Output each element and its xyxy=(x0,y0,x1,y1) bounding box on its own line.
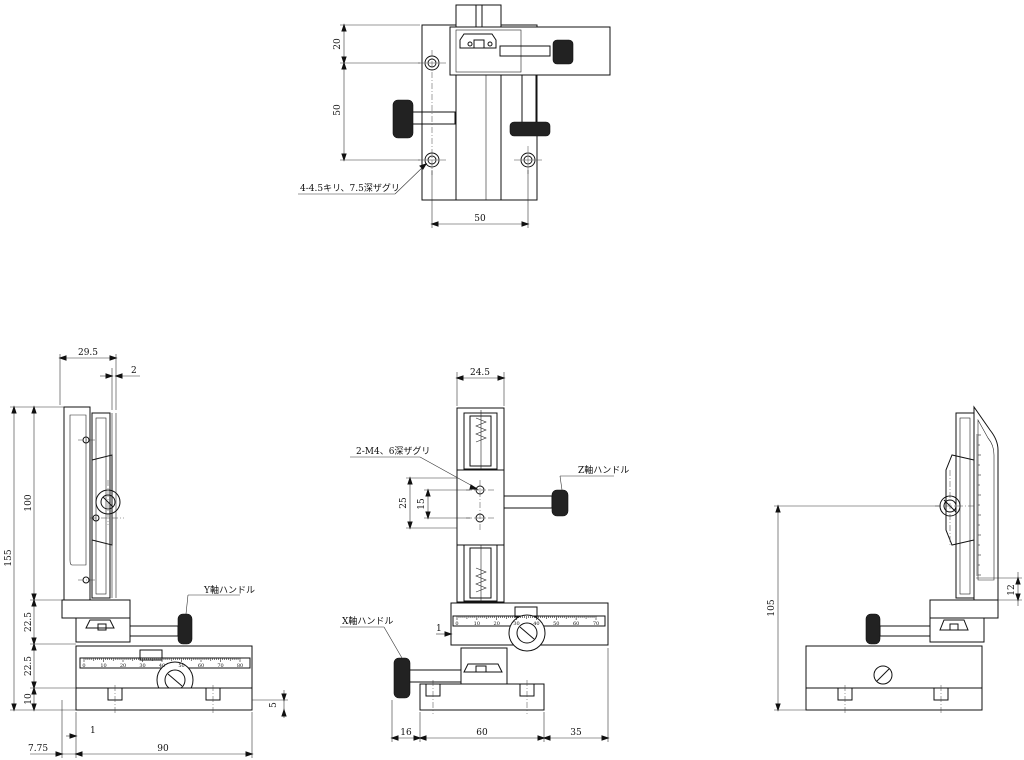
right-view-handle-knob xyxy=(865,613,881,645)
front-view-dim-1: 1 xyxy=(436,624,442,634)
left-view-scale-label: 60 xyxy=(198,663,204,669)
left-view-base xyxy=(75,687,253,711)
left-view-dim-5: 5 xyxy=(269,702,279,708)
right-view-base xyxy=(805,687,983,711)
front-view: 0 10 20 30 40 50 60 70 24.5 2-M4、6深ザグリ 25 xyxy=(340,368,629,742)
right-view-scale xyxy=(976,434,981,576)
front-view-scale-label: 0 xyxy=(455,621,458,627)
left-view-z-stage xyxy=(91,412,111,599)
front-view-dim-24-5: 24.5 xyxy=(470,368,490,378)
front-view-z-handle-knob xyxy=(551,489,569,517)
left-view-scale-label: 70 xyxy=(217,663,223,669)
left-view-column-plate xyxy=(63,406,91,601)
top-view-dim-20: 20 xyxy=(333,38,343,50)
left-view-scale-labels: 0 10 20 30 40 50 60 70 80 xyxy=(82,658,243,669)
front-view-scale-labels: 0 10 20 30 40 50 60 70 xyxy=(455,616,599,627)
front-view-scale-label: 40 xyxy=(533,621,539,627)
left-view-scale-label: 80 xyxy=(237,663,243,669)
left-view-dim-155: 155 xyxy=(4,549,14,566)
front-view-tap-note: 2-M4、6深ザグリ xyxy=(356,445,430,457)
top-view-dim-50-vertical: 50 xyxy=(333,104,343,116)
front-view-scale-label: 10 xyxy=(474,621,480,627)
front-view-z-handle-label: Z軸ハンドル xyxy=(578,464,629,476)
left-view-y-stage xyxy=(61,599,131,619)
left-view-dim-10: 10 xyxy=(24,693,34,705)
left-view-dim-29-5: 29.5 xyxy=(78,348,98,358)
left-view-scale-label: 30 xyxy=(139,663,145,669)
front-view-base xyxy=(419,683,545,711)
left-view-scale-label: 40 xyxy=(159,663,165,669)
top-view-stage-plate xyxy=(449,26,611,76)
left-view-scale-label: 20 xyxy=(120,663,126,669)
front-view-scale-label: 60 xyxy=(573,621,579,627)
right-view-x-stage xyxy=(805,645,983,689)
front-view-x-handle-label: X軸ハンドル xyxy=(342,615,393,627)
top-view-knob-lower xyxy=(509,121,551,137)
left-view-dim-22-5-upper: 22.5 xyxy=(24,612,34,632)
front-view-z-stage xyxy=(456,469,505,546)
top-view: 20 50 50 4-4.5キリ、7.5深ザグリ xyxy=(298,4,611,228)
front-view-dim-35: 35 xyxy=(570,728,582,738)
front-view-scale-label: 20 xyxy=(494,621,500,627)
right-view-column-plate xyxy=(973,405,999,611)
right-view-dim-12: 12 xyxy=(1007,584,1017,595)
right-view: 105 12 xyxy=(767,405,1022,714)
top-view-knob-left xyxy=(392,99,414,139)
left-view-dim-100: 100 xyxy=(24,494,34,511)
top-view-dim-50-horizontal: 50 xyxy=(474,214,486,224)
front-view-scale-label: 30 xyxy=(513,621,519,627)
left-view-dim-1: 1 xyxy=(90,726,96,736)
left-view-dim-2: 2 xyxy=(131,366,137,376)
left-view-dim-90: 90 xyxy=(157,744,169,754)
front-view-scale-label: 70 xyxy=(593,621,599,627)
front-view-dim-60: 60 xyxy=(476,728,488,738)
left-view-scale-label: 0 xyxy=(82,663,85,669)
left-view-y-handle-label: Y軸ハンドル xyxy=(203,584,255,596)
right-view-z-stage xyxy=(955,412,975,599)
right-view-dim-105: 105 xyxy=(767,599,777,616)
left-view-dim-7-75: 7.75 xyxy=(28,744,48,754)
front-view-dim-15: 15 xyxy=(417,498,427,510)
right-view-y-stage xyxy=(929,599,999,619)
front-view-scale-label: 50 xyxy=(553,621,559,627)
left-view-scale-label: 50 xyxy=(178,663,184,669)
front-view-dim-25: 25 xyxy=(399,497,409,509)
top-view-handle-knob xyxy=(552,39,574,65)
top-view-hole-note: 4-4.5キリ、7.5深ザグリ xyxy=(300,182,400,194)
front-view-x-handle-knob xyxy=(393,657,411,699)
left-view-dim-22-5-lower: 22.5 xyxy=(24,656,34,676)
front-view-dim-16: 16 xyxy=(400,728,412,738)
left-view-y-handle-knob xyxy=(177,613,193,645)
left-view-scale-label: 10 xyxy=(100,663,106,669)
